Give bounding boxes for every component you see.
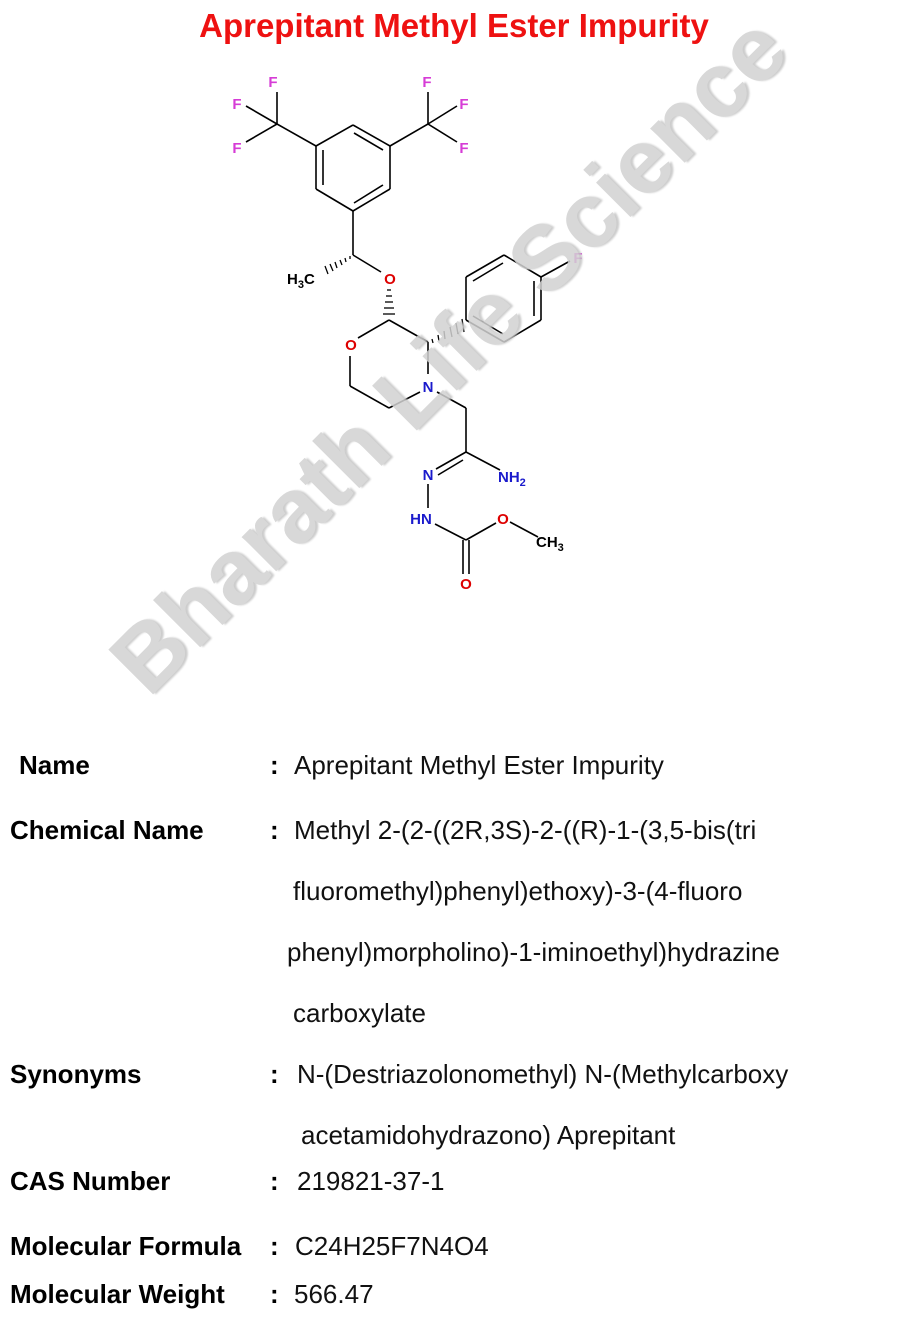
chemical-structure: F F F F F F F O O N N HN O O H3C NH2 CH3 xyxy=(232,74,582,593)
atom-ch3: CH3 xyxy=(536,534,564,554)
page-title: Aprepitant Methyl Ester Impurity xyxy=(199,7,709,44)
label-synonyms: Synonyms xyxy=(10,1059,142,1089)
atom-nh2: NH2 xyxy=(498,469,526,489)
atom-f: F xyxy=(573,250,582,267)
label-cas-number: CAS Number xyxy=(10,1166,171,1196)
atom-f: F xyxy=(422,74,431,91)
value-name: Aprepitant Methyl Ester Impurity xyxy=(294,750,664,780)
atom-n-ring: N xyxy=(423,379,434,396)
atom-labels: F F F F F F F O O N N HN O O xyxy=(232,74,582,593)
separator: : xyxy=(270,1279,279,1309)
atom-hn: HN xyxy=(410,511,432,528)
atom-o-ether: O xyxy=(384,271,396,288)
atom-f: F xyxy=(232,96,241,113)
atom-o-carbonyl: O xyxy=(460,576,472,593)
label-molecular-formula: Molecular Formula xyxy=(10,1231,242,1261)
atom-f: F xyxy=(232,140,241,157)
atom-f: F xyxy=(268,74,277,91)
value-molecular-weight: 566.47 xyxy=(294,1279,374,1309)
value-molecular-formula: C24H25F7N4O4 xyxy=(295,1231,489,1261)
group-labels: H3C NH2 CH3 xyxy=(287,271,564,554)
separator: : xyxy=(270,1231,279,1261)
separator: : xyxy=(270,750,279,780)
label-name: Name xyxy=(19,750,90,780)
value-synonyms-line: N-(Destriazolonomethyl) N-(Methylcarboxy xyxy=(297,1059,789,1089)
separator: : xyxy=(270,1166,279,1196)
value-chemical-name-line: Methyl 2-(2-((2R,3S)-2-((R)-1-(3,5-bis(t… xyxy=(294,815,757,845)
separator: : xyxy=(270,815,279,845)
atom-n-imine: N xyxy=(423,467,434,484)
atom-h3c: H3C xyxy=(287,271,315,291)
label-chemical-name: Chemical Name xyxy=(10,815,204,845)
label-molecular-weight: Molecular Weight xyxy=(10,1279,225,1309)
hashed-wedges xyxy=(324,256,465,344)
value-synonyms-line: acetamidohydrazono) Aprepitant xyxy=(301,1120,676,1150)
separator: : xyxy=(270,1059,279,1089)
value-chemical-name-line: fluoromethyl)phenyl)ethoxy)-3-(4-fluoro xyxy=(293,876,743,906)
value-chemical-name-line: phenyl)morpholino)-1-iminoethyl)hydrazin… xyxy=(287,937,780,967)
bonds xyxy=(245,92,571,574)
atom-o-ester: O xyxy=(497,511,509,528)
atom-f: F xyxy=(459,140,468,157)
value-chemical-name-line: carboxylate xyxy=(293,998,426,1028)
atom-o-ring: O xyxy=(345,337,357,354)
value-cas-number: 219821-37-1 xyxy=(297,1166,445,1196)
atom-f: F xyxy=(459,96,468,113)
